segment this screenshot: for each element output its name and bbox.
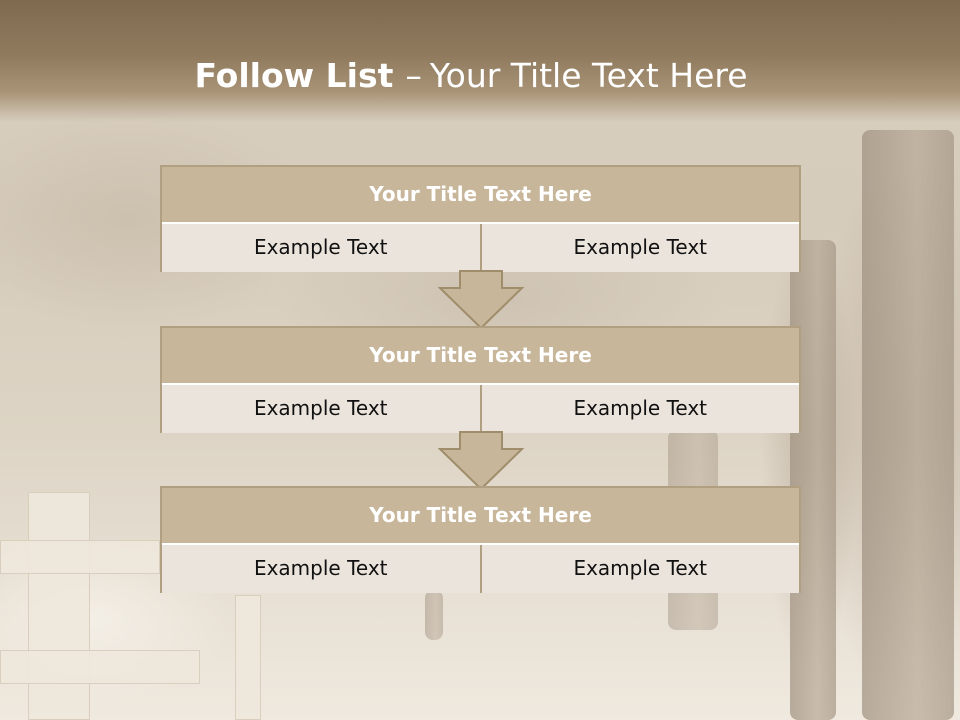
- block-cells: Example Text Example Text: [162, 545, 799, 593]
- block-cell-left: Example Text: [162, 545, 480, 593]
- title-bold: Follow List: [194, 56, 394, 95]
- block-cell-left: Example Text: [162, 224, 480, 272]
- title-separator: –: [405, 56, 422, 95]
- block-cell-right: Example Text: [479, 545, 799, 593]
- fence-rail: [0, 650, 200, 684]
- list-block-2: Your Title Text Here Example Text Exampl…: [160, 326, 801, 433]
- tree-trunk: [425, 590, 443, 640]
- block-cell-right: Example Text: [479, 385, 799, 433]
- down-arrow-icon: [438, 431, 524, 491]
- block-title: Your Title Text Here: [162, 328, 799, 385]
- title-band: [0, 0, 960, 122]
- block-cells: Example Text Example Text: [162, 385, 799, 433]
- tree-trunk: [790, 240, 836, 720]
- block-title: Your Title Text Here: [162, 488, 799, 545]
- title-rest: Your Title Text Here: [429, 56, 748, 95]
- fence-post: [28, 492, 90, 720]
- block-cell-right: Example Text: [479, 224, 799, 272]
- block-cells: Example Text Example Text: [162, 224, 799, 272]
- down-arrow-icon: [438, 270, 524, 330]
- fence-post: [235, 595, 261, 720]
- block-cell-left: Example Text: [162, 385, 480, 433]
- slide-title: Follow List–Your Title Text Here: [0, 56, 942, 95]
- list-block-3: Your Title Text Here Example Text Exampl…: [160, 486, 801, 593]
- block-title: Your Title Text Here: [162, 167, 799, 224]
- tree-trunk: [862, 130, 954, 720]
- list-block-1: Your Title Text Here Example Text Exampl…: [160, 165, 801, 272]
- fence-rail: [0, 540, 160, 574]
